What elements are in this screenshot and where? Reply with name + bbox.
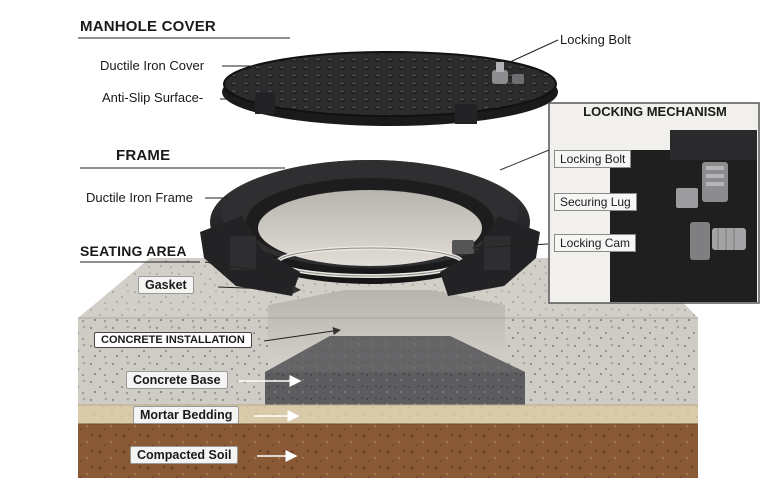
inset-title: LOCKING MECHANISM (583, 104, 727, 119)
label-locking-bolt-top: Locking Bolt (560, 32, 631, 47)
label-frame: FRAME (116, 147, 171, 164)
inset-label-securing-lug: Securing Lug (554, 193, 637, 211)
label-ductile-iron-frame: Ductile Iron Frame (86, 190, 193, 205)
cover-top (224, 52, 556, 116)
inset-label-locking-bolt: Locking Bolt (554, 150, 632, 168)
label-ductile-iron-cover: Ductile Iron Cover (100, 58, 205, 73)
label-concrete-installation: CONCRETE INSTALLATION (94, 332, 252, 348)
soil-layer (78, 424, 698, 478)
label-manhole-cover: MANHOLE COVER (80, 18, 216, 35)
inset-lug (676, 188, 698, 208)
frame-cam (452, 240, 474, 254)
inset-label-locking-cam: Locking Cam (554, 234, 637, 252)
label-gasket: Gasket (138, 276, 194, 294)
label-mortar-bedding: Mortar Bedding (133, 406, 240, 424)
label-seating-area: SEATING AREA (80, 243, 187, 259)
label-compacted-soil: Compacted Soil (130, 446, 239, 464)
inset-cam (690, 222, 710, 260)
cover-bolt (492, 70, 508, 84)
label-concrete-base: Concrete Base (126, 371, 228, 389)
label-anti-slip-surface: Anti-Slip Surface- (102, 90, 204, 105)
